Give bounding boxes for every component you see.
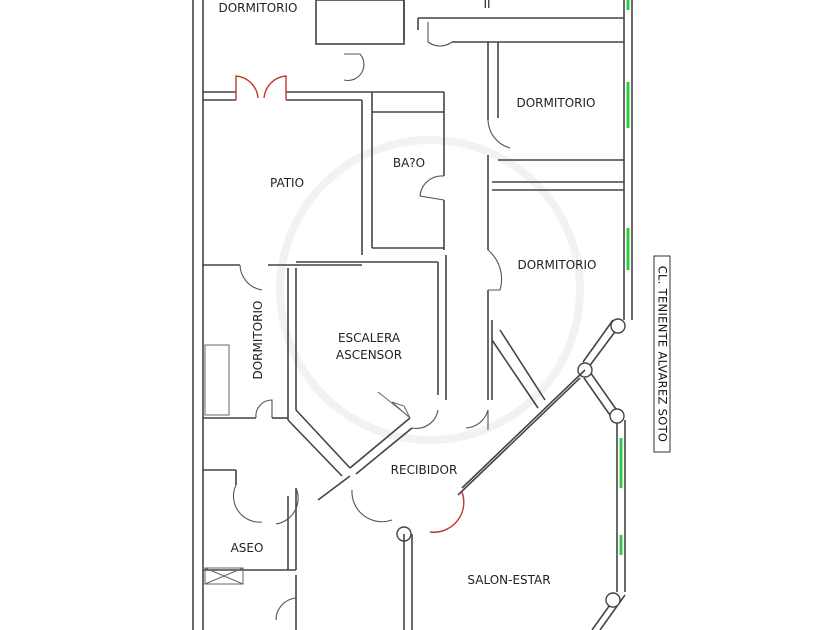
street-label: CL. TENIENTE ALVAREZ SOTO (656, 266, 670, 443)
label-top-right-fragment: II (483, 0, 490, 11)
label-salon-estar: SALON-ESTAR (467, 573, 550, 587)
watermark (276, 136, 584, 444)
label-dormitorio-top-left: DORMITORIO (218, 1, 297, 15)
label-recibidor: RECIBIDOR (391, 463, 458, 477)
street-label-box: CL. TENIENTE ALVAREZ SOTO (653, 255, 671, 453)
label-dormitorio-left: DORMITORIO (251, 300, 265, 379)
label-patio: PATIO (270, 176, 304, 190)
label-ascensor: ASCENSOR (336, 348, 402, 362)
label-aseo: ASEO (231, 541, 264, 555)
label-bano: BA?O (393, 156, 425, 170)
label-dormitorio-right-2: DORMITORIO (517, 258, 596, 272)
doors (232, 22, 511, 621)
label-escalera: ESCALERA (338, 331, 401, 345)
interior-walls (203, 0, 624, 630)
room-labels: DORMITORIO II DORMITORIO PATIO BA?O DORM… (218, 0, 596, 587)
label-dormitorio-right-1: DORMITORIO (516, 96, 595, 110)
windows (619, 0, 630, 555)
